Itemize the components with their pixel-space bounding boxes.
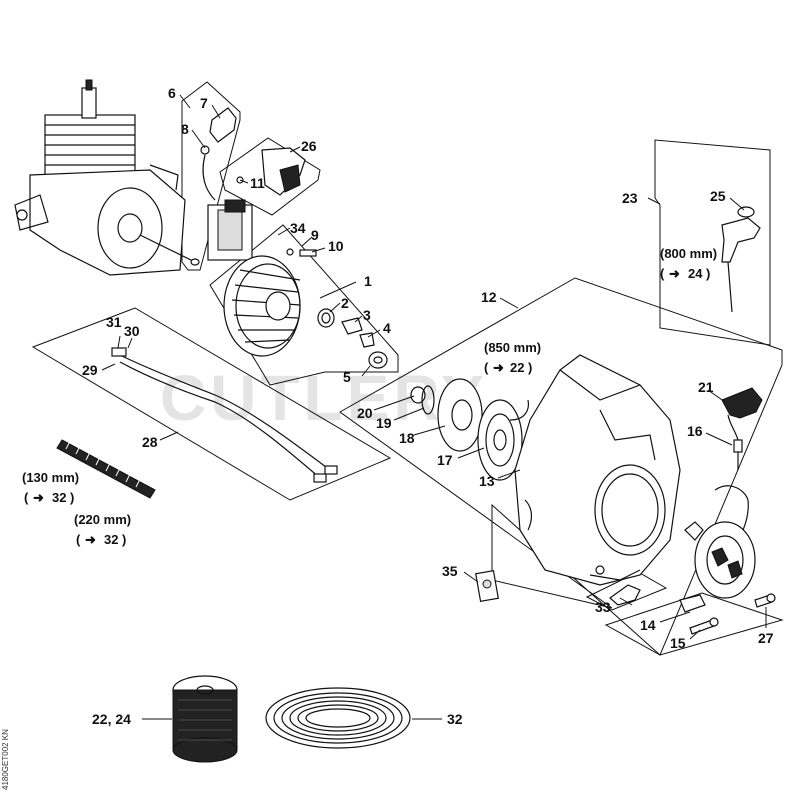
frame-flywheel (209, 224, 399, 386)
flywheel-fan (223, 248, 388, 369)
note-ref-32b-bracket-close: ) (122, 532, 126, 547)
note-hose-130: (130 mm) (22, 470, 79, 485)
note-ref-32a-bracket-open: ( (24, 490, 29, 505)
note-ref-22-bracket-open: ( (484, 360, 489, 375)
ignition-lead (111, 347, 338, 483)
label-30: 30 (124, 323, 140, 339)
label-29: 29 (82, 362, 98, 378)
label-5: 5 (343, 369, 351, 385)
label-28: 28 (142, 434, 158, 450)
warning-label (475, 569, 499, 603)
screws (689, 593, 776, 635)
label-4: 4 (383, 320, 391, 336)
label-13: 13 (479, 473, 495, 489)
note-ref-32b-bracket-open: ( (76, 532, 81, 547)
note-ref-24-bracket-close: ) (706, 266, 710, 281)
label-19: 19 (376, 415, 392, 431)
note-ref-24-bracket-open: ( (660, 266, 665, 281)
label-2: 2 (341, 295, 349, 311)
label-12: 12 (481, 289, 497, 305)
frame-rewind (604, 592, 784, 656)
label-33: 33 (595, 599, 611, 615)
label-9: 9 (311, 227, 319, 243)
rope-spool (172, 675, 238, 763)
note-ref-32a-bracket-close: ) (70, 490, 74, 505)
pawl (609, 584, 641, 606)
arrow-icon: ➜ (669, 266, 680, 281)
coiled-hose (265, 687, 411, 749)
label-15: 15 (670, 635, 686, 651)
watermark: CUTLERY (160, 362, 488, 434)
engine-assembly (14, 79, 200, 276)
fan-housing (514, 354, 681, 586)
note-rope-850: (850 mm) (484, 340, 541, 355)
arrow-icon: ➜ (493, 360, 504, 375)
label-20: 20 (357, 405, 373, 421)
rewind-pulley (679, 485, 756, 613)
label-1: 1 (364, 273, 372, 289)
label-8: 8 (181, 121, 189, 137)
leader-lines (101, 94, 767, 720)
label-25: 25 (710, 188, 726, 204)
label-6: 6 (168, 85, 176, 101)
label-26: 26 (301, 138, 317, 154)
label-14: 14 (640, 617, 656, 633)
ignition-module (200, 107, 253, 261)
note-rope-800: (800 mm) (660, 246, 717, 261)
label-34: 34 (290, 220, 306, 236)
arrow-icon: ➜ (33, 490, 44, 505)
grip-parts (721, 387, 763, 470)
frame-ignition-lead (31, 307, 392, 501)
dimension-notes: (850 mm) ( ➜ 22 ) (800 mm) ( ➜ 24 ) (130… (22, 246, 717, 547)
frame-starter-grip (654, 139, 771, 346)
label-10: 10 (328, 238, 344, 254)
label-21: 21 (698, 379, 714, 395)
label-22-24: 22, 24 (92, 711, 131, 727)
shroud-part (219, 137, 321, 216)
spring-hose (56, 439, 156, 499)
label-31: 31 (106, 314, 122, 330)
label-35: 35 (442, 563, 458, 579)
label-3: 3 (363, 307, 371, 323)
arrow-icon: ➜ (85, 532, 96, 547)
starter-grip (721, 206, 761, 313)
note-ref-22-bracket-close: ) (528, 360, 532, 375)
note-ref-32a: 32 (52, 490, 66, 505)
rewind-assembly (410, 378, 530, 481)
note-ref-22: 22 (510, 360, 524, 375)
label-23: 23 (622, 190, 638, 206)
frame-ignition (181, 81, 241, 271)
label-27: 27 (758, 630, 774, 646)
note-ref-32b: 32 (104, 532, 118, 547)
drawing-code: 4180GET002 KN (1, 729, 10, 790)
note-ref-24: 24 (688, 266, 703, 281)
note-hose-220: (220 mm) (74, 512, 131, 527)
label-7: 7 (200, 95, 208, 111)
label-18: 18 (399, 430, 415, 446)
label-11: 11 (250, 175, 265, 191)
callout-labels: 1 2 3 4 5 6 7 8 9 10 11 12 13 14 15 16 1… (82, 85, 774, 727)
label-32: 32 (447, 711, 463, 727)
label-17: 17 (437, 452, 453, 468)
label-16: 16 (687, 423, 703, 439)
